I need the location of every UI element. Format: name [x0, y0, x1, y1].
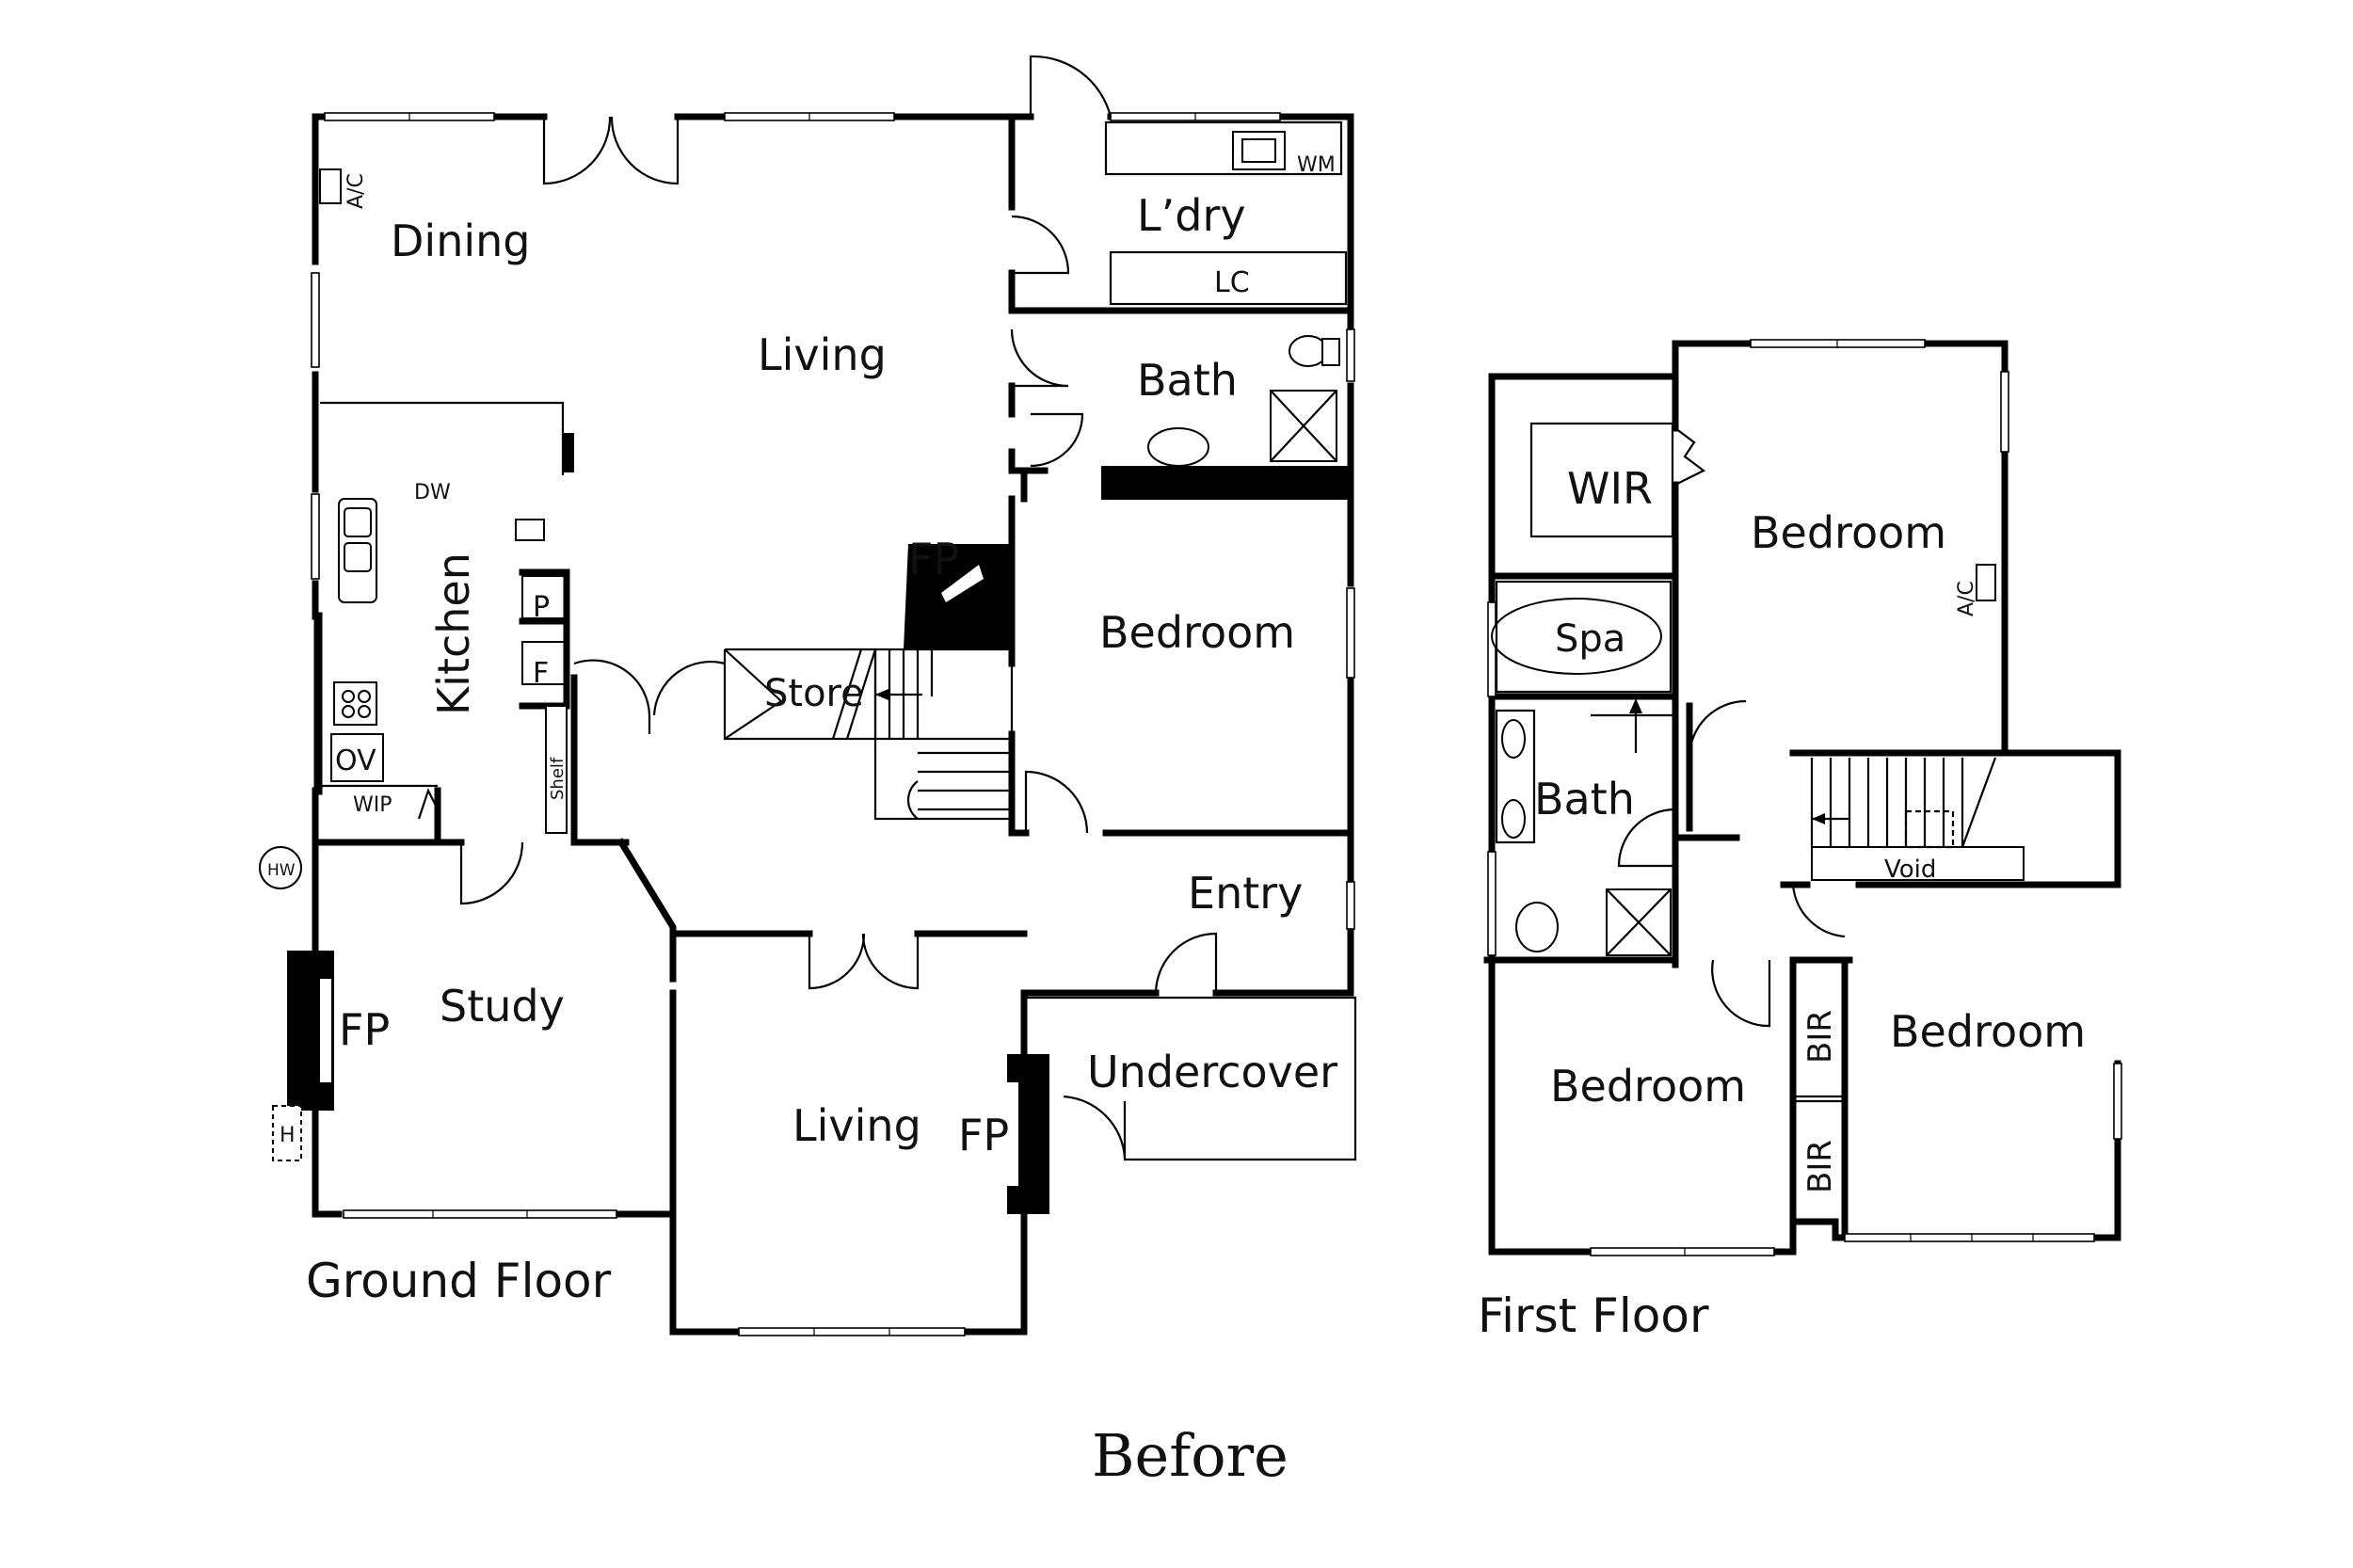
washing-machine-label: WM: [1297, 153, 1336, 177]
undercover-label: Undercover: [1087, 1047, 1337, 1097]
study-label: Study: [440, 981, 565, 1032]
dishwasher-label: DW: [414, 481, 451, 504]
hot-water-label: HW: [267, 861, 296, 880]
first-floor-plan: WIR Bedroom A/C Spa Bath Void Bedroom Be…: [1478, 339, 2122, 1343]
ground-floor-windows: [311, 112, 1355, 1336]
laundry-cupboard-label: LC: [1214, 266, 1250, 299]
first-floor-title: First Floor: [1478, 1288, 1709, 1343]
ground-bath-label: Bath: [1137, 355, 1238, 406]
ground-floor-stairs: [831, 648, 1012, 820]
first-main-bedroom-label: Bedroom: [1751, 507, 1946, 558]
entry-label: Entry: [1188, 868, 1303, 919]
oven-label: OV: [335, 744, 376, 777]
first-air-conditioner-label: A/C: [1955, 581, 1978, 616]
ground-floor-exterior-fixtures: [259, 168, 342, 1161]
ground-floor-fireplaces: [287, 544, 1049, 1214]
first-floor-fixtures: [1491, 422, 2025, 956]
built-in-robe-2-label: BIR: [1801, 1140, 1839, 1193]
laundry-bath-fixtures: [1104, 120, 1348, 467]
first-bath-label: Bath: [1534, 774, 1635, 824]
ground-floor-plan: Dining Living L’dry LC WM Bath Kitchen D…: [259, 55, 1357, 1336]
first-floor-doors: [1617, 427, 1846, 1028]
dining-label: Dining: [391, 216, 531, 266]
second-living-label: Living: [792, 1100, 921, 1151]
first-floor-labels: WIR Bedroom A/C Spa Bath Void Bedroom Be…: [1478, 463, 2086, 1343]
kitchen-fixtures: [322, 498, 570, 834]
first-left-bedroom-label: Bedroom: [1550, 1061, 1746, 1112]
living-fireplace-label: FP: [908, 534, 959, 584]
second-living-fireplace-label: FP: [958, 1110, 1009, 1160]
pantry-label: P: [533, 591, 550, 624]
heater-label: H: [280, 1124, 296, 1147]
ground-floor-title: Ground Floor: [306, 1254, 612, 1308]
laundry-label: L’dry: [1137, 190, 1246, 241]
store-label: Store: [764, 672, 864, 715]
living-label: Living: [758, 329, 887, 380]
ground-air-conditioner-label: A/C: [344, 173, 368, 209]
spa-label: Spa: [1555, 617, 1625, 661]
ground-bedroom-label: Bedroom: [1099, 607, 1295, 658]
ground-floor-labels: Dining Living L’dry LC WM Bath Kitchen D…: [267, 153, 1337, 1308]
study-fireplace-label: FP: [339, 1004, 390, 1055]
built-in-robe-1-label: BIR: [1801, 1010, 1839, 1064]
first-floor-windows: [1487, 339, 2122, 1256]
ground-floor-interior-walls: [312, 113, 1354, 1218]
walk-in-robe-label: WIR: [1567, 463, 1653, 514]
shelf-label: Shelf: [548, 757, 568, 800]
kitchen-label: Kitchen: [428, 552, 479, 715]
ground-floor-doors: [459, 55, 1218, 1159]
walk-in-pantry-label: WIP: [353, 793, 392, 817]
fridge-label: F: [533, 657, 549, 690]
first-right-bedroom-label: Bedroom: [1890, 1006, 2086, 1057]
void-label: Void: [1884, 856, 1936, 884]
plan-caption: Before: [1092, 1421, 1289, 1490]
